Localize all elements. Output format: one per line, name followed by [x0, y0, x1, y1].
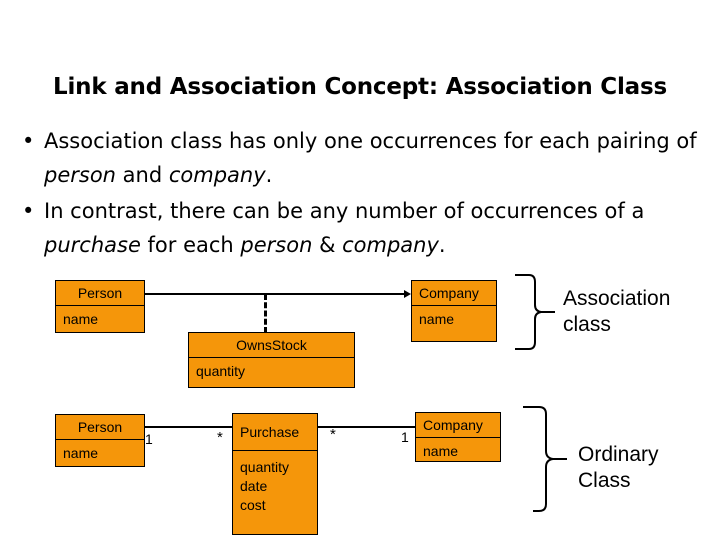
attribute-quantity: quantity — [196, 363, 246, 379]
bullet-text-2: In contrast, there can be any number of … — [44, 199, 645, 257]
class-box-purchase[interactable]: Purchase quantity date cost — [232, 413, 318, 535]
class-name-person-top: Person — [56, 281, 144, 306]
association-line-person-purchase — [144, 426, 233, 428]
attribute-name: name — [63, 445, 99, 461]
page-title: Link and Association Concept: Associatio… — [53, 74, 667, 100]
association-arrowhead-top — [404, 290, 411, 298]
bullet-marker: • — [22, 199, 35, 223]
class-attributes-person-top: name — [56, 306, 144, 331]
bullet-item-1: • Association class has only one occurre… — [14, 124, 714, 192]
bullet-list: • Association class has only one occurre… — [14, 124, 714, 264]
association-line-purchase-company — [318, 426, 416, 428]
class-name-purchase: Purchase — [233, 414, 317, 451]
multiplicity-person-end: 1 — [145, 431, 153, 447]
association-class-box-ownsstock[interactable]: OwnsStock quantity — [188, 332, 355, 388]
class-name-ownsstock: OwnsStock — [189, 333, 354, 358]
class-name-company-bottom: Company — [416, 413, 500, 438]
association-class-dashed-link — [264, 294, 267, 333]
attribute-quantity: quantity — [240, 459, 290, 475]
attribute-cost: cost — [240, 497, 266, 513]
attribute-date: date — [240, 478, 268, 494]
class-name-person-bottom: Person — [56, 415, 144, 440]
label-association-class: Association class — [563, 286, 713, 338]
multiplicity-company-end: 1 — [401, 429, 409, 445]
attribute-name: name — [423, 443, 459, 459]
bullet-item-2: • In contrast, there can be any number o… — [14, 194, 714, 262]
class-attributes-company-bottom: name — [416, 438, 500, 463]
multiplicity-purchase-left-end: * — [217, 429, 223, 446]
association-line-top — [144, 293, 406, 295]
class-attributes-person-bottom: name — [56, 440, 144, 465]
bullet-marker: • — [22, 129, 35, 153]
brace-ordinary-class — [515, 404, 575, 514]
label-line-2: class — [563, 313, 611, 336]
label-line-1: Association — [563, 287, 671, 310]
class-attributes-purchase: quantity date cost — [233, 451, 317, 517]
label-ordinary-class: Ordinary Class — [578, 442, 718, 494]
label-line-1: Ordinary — [578, 443, 659, 466]
attribute-name: name — [63, 311, 99, 327]
class-name-company-top: Company — [412, 281, 496, 306]
class-box-person-top[interactable]: Person name — [55, 280, 145, 333]
class-attributes-ownsstock: quantity — [189, 358, 354, 383]
class-attributes-company-top: name — [412, 306, 496, 331]
brace-association-class — [505, 272, 560, 352]
bullet-text-1: Association class has only one occurrenc… — [44, 129, 697, 187]
class-box-company-bottom[interactable]: Company name — [415, 412, 501, 462]
class-box-person-bottom[interactable]: Person name — [55, 414, 145, 467]
attribute-name: name — [419, 311, 455, 327]
multiplicity-purchase-right-end: * — [330, 426, 336, 443]
class-box-company-top[interactable]: Company name — [411, 280, 497, 342]
label-line-2: Class — [578, 469, 631, 492]
